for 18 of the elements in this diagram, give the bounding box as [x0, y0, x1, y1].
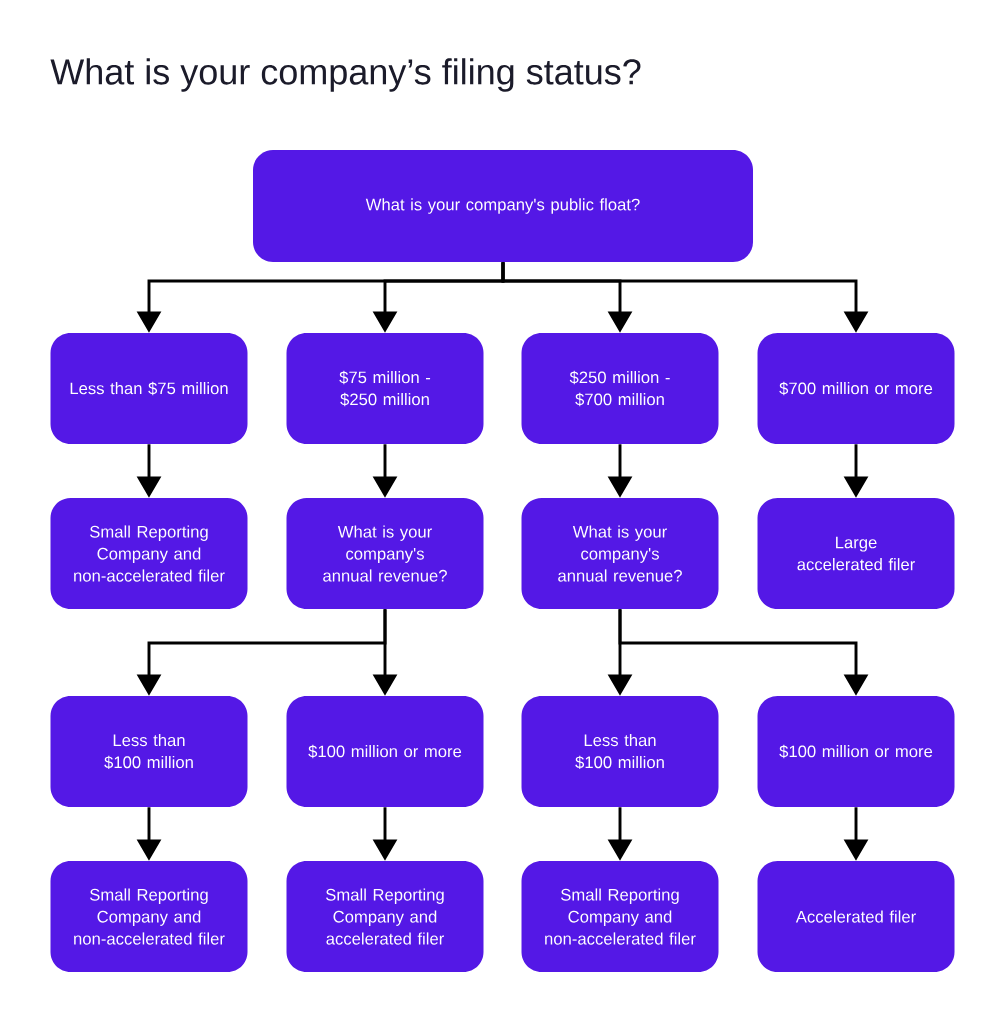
flow-box: $100 million or more: [757, 696, 955, 807]
flow-box: $250 million - $700 million: [521, 333, 719, 444]
flow-box: Less than $100 million: [50, 696, 248, 807]
flow-box: $700 million or more: [757, 333, 955, 444]
flow-box: Small Reporting Company and non-accelerated filer: [50, 498, 248, 609]
question-box: What is your company's annual revenue?: [286, 498, 484, 609]
flow-box: Large accelerated filer: [757, 498, 955, 609]
title: What is your company’s filing status?: [50, 58, 641, 92]
flow-box: Small Reporting Company and accelerated filer: [286, 861, 484, 972]
question-box: What is your company's public float?: [253, 150, 753, 262]
flow-box: Small Reporting Company and non-accelerated filer: [521, 861, 719, 972]
flow-box: $100 million or more: [286, 696, 484, 807]
flow-box: Less than $75 million: [50, 333, 248, 444]
flow-box: Less than $100 million: [521, 696, 719, 807]
flow-box: Accelerated filer: [757, 861, 955, 972]
flow-box: Small Reporting Company and non-accelerated filer: [50, 861, 248, 972]
question-box: What is your company's annual revenue?: [521, 498, 719, 609]
flow-box: $75 million - $250 million: [286, 333, 484, 444]
